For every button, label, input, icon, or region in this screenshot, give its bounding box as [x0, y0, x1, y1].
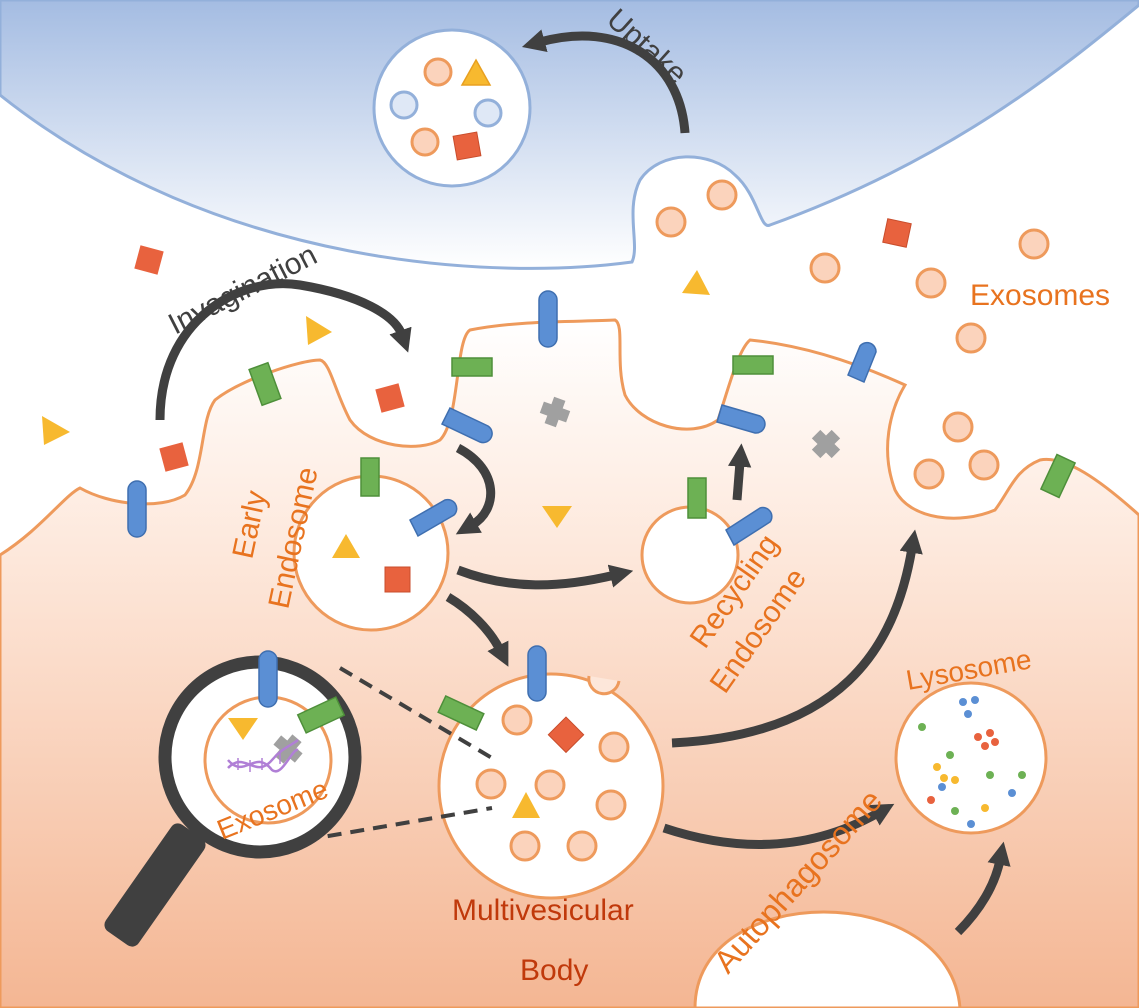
- lysosome-fragments: [918, 696, 1026, 828]
- multivesicular-body: [437, 645, 665, 900]
- multivesicular-label-line2: Body: [520, 954, 588, 987]
- arrow-early-to-recycling: [456, 564, 634, 590]
- arrow-mvb-to-lysosome: [662, 803, 895, 849]
- lysosome: [894, 681, 1048, 835]
- arrow-to-early-endosome: [455, 444, 496, 535]
- magnifier-icon: [104, 650, 494, 947]
- arrow-recycling-to-membrane: [727, 443, 752, 501]
- early-endosome: [292, 457, 458, 632]
- cross-protein-icon: [539, 396, 841, 459]
- dna-icon: [227, 739, 299, 773]
- autophagosome: [693, 910, 962, 1008]
- recycling-endosome: [640, 477, 773, 605]
- arrow-autophagosome-to-lysosome: [954, 841, 1011, 936]
- surface-receptors: [127, 290, 1077, 538]
- uptake-vesicle: [372, 28, 532, 188]
- arrow-mvb-to-membrane: [671, 529, 923, 748]
- uptake-arrow: [521, 29, 690, 134]
- arrow-early-to-mvb: [445, 593, 509, 667]
- invagination-arrow: [155, 279, 412, 421]
- exosomes-label: Exosomes: [970, 279, 1110, 312]
- invagination-label: Invagination: [163, 238, 322, 341]
- recipient-cell: [0, 0, 1139, 270]
- multivesicular-label-line1: Multivesicular: [452, 894, 634, 927]
- free-exosomes: [682, 218, 1050, 354]
